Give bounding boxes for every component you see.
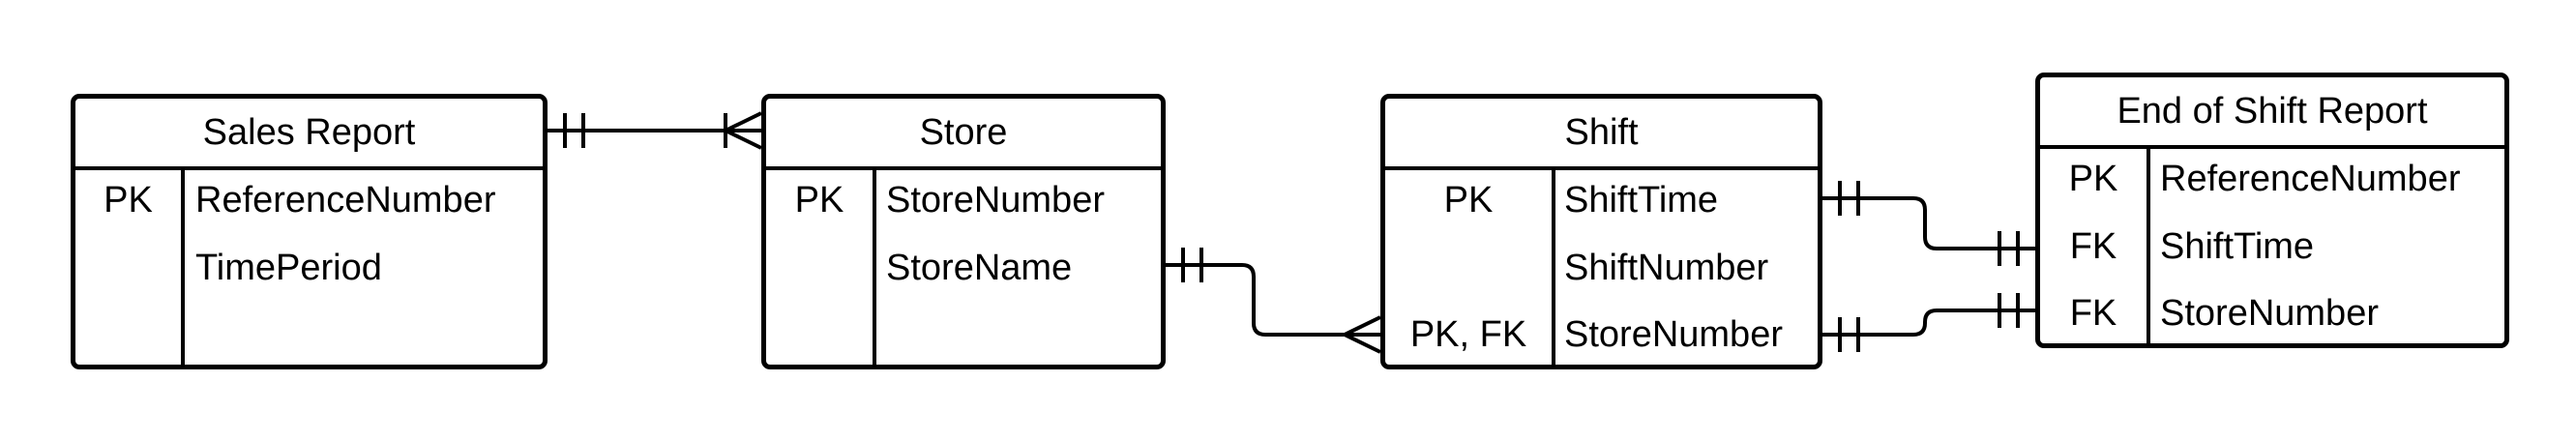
- field-label: TimePeriod: [195, 248, 382, 288]
- field-label: ShiftNumber: [1564, 248, 1769, 288]
- entity-store[interactable]: Store PK StoreNumber StoreName: [761, 94, 1166, 369]
- entity-end-of-shift-report[interactable]: End of Shift Report PK ReferenceNumber F…: [2035, 73, 2509, 348]
- field-label: StoreNumber: [2160, 293, 2379, 334]
- key-label: PK, FK: [1409, 314, 1527, 355]
- field-label: ReferenceNumber: [195, 180, 496, 220]
- relationship-line: [1822, 309, 2035, 337]
- crows-foot-marker: [1343, 315, 1381, 354]
- field-label: ShiftTime: [1564, 180, 1719, 220]
- relationship-line: [1822, 196, 2035, 250]
- key-column-divider: [1552, 170, 1555, 365]
- field-label: StoreName: [886, 248, 1073, 288]
- key-label: FK: [2069, 293, 2117, 334]
- key-label: PK: [104, 180, 153, 220]
- relationship-line: [1166, 263, 1380, 337]
- key-column-divider: [2147, 149, 2150, 343]
- entity-title: Store: [766, 99, 1161, 170]
- key-label: PK: [1443, 180, 1494, 220]
- key-column-divider: [181, 170, 185, 365]
- key-label: PK: [794, 180, 844, 220]
- entity-title: Sales Report: [75, 99, 543, 170]
- entity-title: Shift: [1385, 99, 1818, 170]
- entity-title: End of Shift Report: [2040, 77, 2504, 149]
- crows-foot-marker: [724, 111, 762, 150]
- field-label: StoreNumber: [1564, 314, 1783, 355]
- field-label: StoreNumber: [886, 180, 1105, 220]
- field-label: ShiftTime: [2160, 226, 2315, 267]
- key-label: PK: [2068, 159, 2118, 199]
- entity-sales-report[interactable]: Sales Report PK ReferenceNumber TimePeri…: [71, 94, 548, 369]
- key-label: FK: [2069, 226, 2117, 267]
- key-column-divider: [873, 170, 876, 365]
- field-label: ReferenceNumber: [2160, 159, 2461, 199]
- entity-shift[interactable]: Shift PK ShiftTime ShiftNumber PK, FK St…: [1380, 94, 1822, 369]
